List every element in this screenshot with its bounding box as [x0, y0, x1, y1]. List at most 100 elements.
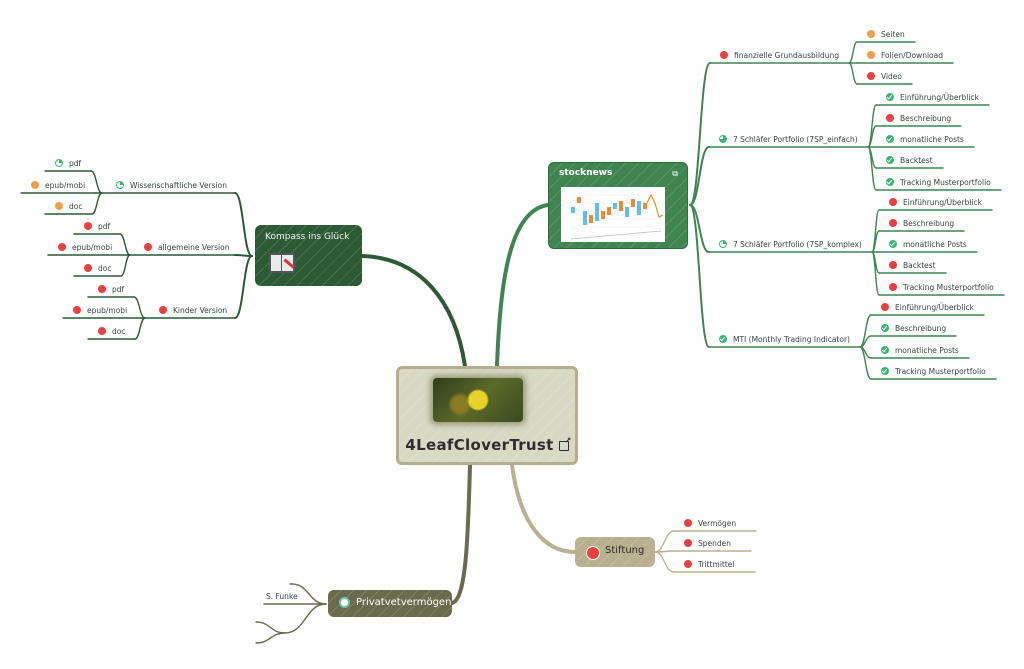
- status-red-icon: [720, 51, 728, 59]
- topic-label: Seiten: [881, 29, 905, 39]
- topic-label: epub/mobi: [72, 242, 113, 252]
- status-red-icon: [98, 285, 106, 293]
- topic-item[interactable]: doc: [55, 200, 82, 212]
- topic-label: Tracking Musterportfolio: [900, 177, 991, 187]
- connector: [495, 203, 550, 368]
- topic-item[interactable]: Backtest: [886, 154, 933, 166]
- checkmark-icon: [886, 156, 894, 164]
- topic-label: Video: [881, 71, 903, 81]
- topic-item[interactable]: Tracking Musterportfolio: [881, 365, 986, 377]
- topic-privatvermoegen[interactable]: Privatvetvermögen: [328, 590, 452, 617]
- status-red-icon: [684, 539, 692, 547]
- connector: [689, 204, 710, 348]
- chart-mark: [646, 193, 664, 218]
- topic-label: doc: [98, 263, 112, 273]
- topic-item[interactable]: Trittmittel: [684, 558, 735, 570]
- connector: [133, 296, 146, 319]
- connector: [234, 254, 253, 257]
- topic-label: pdf: [112, 284, 125, 294]
- chart-mark: [631, 199, 635, 207]
- status-red-icon: [867, 72, 875, 80]
- status-red-icon: [84, 222, 92, 230]
- stocknews-title: stocknews: [559, 168, 613, 178]
- topic-item[interactable]: monatliche Posts: [881, 344, 959, 356]
- topic-label: epub/mobi: [45, 180, 86, 190]
- external-link-icon[interactable]: [558, 436, 572, 451]
- kompass-title: Kompass ins Glück: [265, 232, 350, 242]
- topic-item[interactable]: Kinder Version: [159, 304, 227, 316]
- topic-label: epub/mobi: [87, 305, 128, 315]
- connector: [134, 317, 146, 340]
- topic-item[interactable]: pdf: [55, 157, 81, 169]
- topic-item[interactable]: monatliche Posts: [889, 238, 967, 250]
- connector: [654, 551, 675, 573]
- topic-item[interactable]: epub/mobi: [58, 241, 112, 253]
- connector: [654, 530, 675, 553]
- topic-item[interactable]: pdf: [84, 220, 110, 232]
- checkmark-icon: [886, 178, 894, 186]
- topic-item[interactable]: doc: [98, 325, 125, 337]
- connector: [291, 583, 327, 605]
- checkmark-icon: [719, 335, 727, 343]
- book-icon: [269, 253, 295, 273]
- status-red-icon: [684, 519, 692, 527]
- connector: [510, 463, 577, 554]
- topic-item[interactable]: S. Funke: [266, 590, 298, 602]
- topic-stocknews[interactable]: stocknews ⧉: [548, 162, 688, 249]
- topic-label: pdf: [69, 158, 82, 168]
- topic-item[interactable]: monatliche Posts: [886, 133, 964, 145]
- connector: [848, 41, 858, 64]
- topic-item[interactable]: Spenden: [684, 537, 731, 549]
- status-red-icon: [144, 243, 152, 251]
- topic-item[interactable]: Tracking Musterportfolio: [886, 176, 991, 188]
- topic-label: Einführung/Überblick: [903, 197, 982, 207]
- topic-item[interactable]: allgemeine Version: [144, 241, 229, 253]
- checkmark-icon: [886, 135, 894, 143]
- external-link-icon[interactable]: ⧉: [672, 169, 678, 178]
- topic-item[interactable]: Einführung/Überblick: [881, 301, 974, 313]
- topic-item[interactable]: 7 Schläfer Portfolio (7SP_komplex): [719, 238, 862, 250]
- chart-mark: [643, 203, 647, 209]
- topic-item[interactable]: 7 Schläfer Portfolio (7SP_einfach): [719, 133, 858, 145]
- topic-item[interactable]: Beschreibung: [886, 112, 951, 124]
- topic-item[interactable]: epub/mobi: [73, 304, 127, 316]
- topic-kompass[interactable]: Kompass ins Glück: [255, 225, 362, 286]
- topic-item[interactable]: Einführung/Überblick: [886, 91, 979, 103]
- topic-item[interactable]: Beschreibung: [889, 217, 954, 229]
- topic-item[interactable]: pdf: [98, 283, 124, 295]
- checkmark-icon: [889, 240, 897, 248]
- topic-item[interactable]: finanzielle Grundausbildung: [720, 49, 839, 61]
- topic-item[interactable]: Beschreibung: [881, 322, 946, 334]
- progress-icon: [339, 597, 350, 608]
- status-red-icon: [889, 198, 897, 206]
- checkmark-icon: [881, 346, 889, 354]
- topic-item[interactable]: Seiten: [867, 28, 905, 40]
- connector: [284, 603, 327, 634]
- topic-item[interactable]: MTI (Monthly Trading Indicator): [719, 333, 850, 345]
- topic-label: Vermögen: [698, 518, 737, 528]
- topic-item[interactable]: Video: [867, 70, 902, 82]
- topic-stiftung[interactable]: Stiftung: [575, 537, 655, 567]
- chart-mark: [613, 203, 617, 209]
- topic-item[interactable]: Folien/Download: [867, 49, 943, 61]
- topic-label: 7 Schläfer Portfolio (7SP_einfach): [733, 134, 858, 144]
- topic-label: finanzielle Grundausbildung: [734, 50, 840, 60]
- checkmark-icon: [881, 324, 889, 332]
- topic-item[interactable]: Einführung/Überblick: [889, 196, 982, 208]
- status-red-icon: [889, 283, 897, 291]
- topic-item[interactable]: Tracking Musterportfolio: [889, 281, 994, 293]
- topic-label: Beschreibung: [895, 323, 947, 333]
- central-topic[interactable]: 4LeafCloverTrust: [396, 366, 578, 465]
- topic-item[interactable]: doc: [84, 262, 111, 274]
- chart-mark: [577, 197, 581, 203]
- topic-label: MTI (Monthly Trading Indicator): [733, 334, 850, 344]
- status-red-icon: [586, 546, 600, 560]
- topic-item[interactable]: Wissenschaftliche Version: [116, 179, 227, 191]
- chart-mark: [583, 211, 587, 225]
- topic-item[interactable]: Backtest: [889, 259, 936, 271]
- status-red-icon: [889, 219, 897, 227]
- connector: [234, 192, 253, 257]
- topic-item[interactable]: epub/mobi: [31, 179, 85, 191]
- topic-item[interactable]: Vermögen: [684, 517, 736, 529]
